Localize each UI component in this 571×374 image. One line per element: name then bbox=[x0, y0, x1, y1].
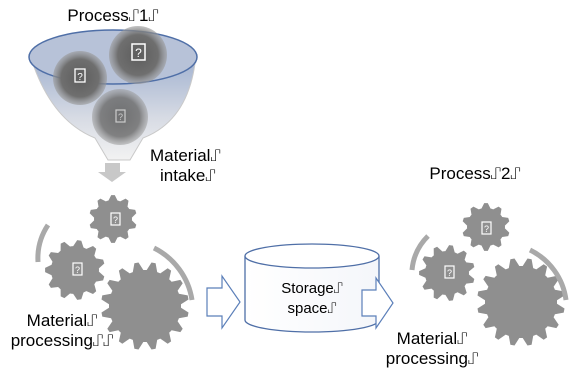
gear-mark: ? bbox=[72, 262, 83, 276]
arrow-right-icon bbox=[361, 276, 394, 330]
gear-shape bbox=[419, 245, 475, 301]
gear-small-icon bbox=[89, 195, 137, 243]
ball-mark: ? bbox=[115, 109, 126, 123]
rotation-arc-icon bbox=[409, 234, 430, 271]
gear-medium-icon bbox=[419, 245, 475, 301]
svg-text:?: ? bbox=[113, 215, 118, 225]
gear-mark: ? bbox=[481, 221, 492, 235]
rotation-arc-icon bbox=[35, 223, 51, 263]
rotation-arc-icon bbox=[528, 247, 569, 301]
arrow-right-icon bbox=[206, 274, 241, 330]
gear-shape bbox=[101, 262, 189, 350]
svg-text:?: ? bbox=[75, 265, 80, 275]
gear-large-icon bbox=[477, 258, 565, 346]
gear-small-icon bbox=[462, 203, 510, 251]
down-arrow-icon bbox=[98, 163, 126, 182]
material-processing-1-line-2: processing⑀⑀ bbox=[10, 331, 114, 350]
material-intake-line-2: intake⑀ bbox=[160, 166, 216, 185]
gear-shape bbox=[477, 258, 565, 346]
gear-shape bbox=[45, 240, 105, 300]
svg-text:?: ? bbox=[447, 268, 452, 278]
gear-group-1: ? ? bbox=[35, 195, 195, 350]
svg-text:?: ? bbox=[77, 72, 83, 83]
material-ball-2 bbox=[109, 26, 167, 84]
svg-text:?: ? bbox=[135, 46, 142, 60]
process2-title: Process⑀2⑀ bbox=[429, 164, 521, 183]
storage-line-2: space⑀ bbox=[287, 300, 337, 317]
material-processing-2-line-2: processing⑀ bbox=[385, 349, 479, 368]
svg-text:?: ? bbox=[118, 112, 123, 122]
storage-cylinder bbox=[244, 243, 380, 333]
material-processing-1-line-1: Material⑀ bbox=[26, 311, 98, 330]
rotation-arc-icon bbox=[152, 245, 195, 301]
funnel: ? ? ? bbox=[28, 26, 198, 161]
material-ball-1 bbox=[53, 51, 107, 105]
storage-line-1: Storage⑀ bbox=[281, 280, 343, 297]
svg-text:?: ? bbox=[484, 224, 489, 234]
gear-large-icon bbox=[101, 262, 189, 350]
process1-title: Process⑀1⑀ bbox=[67, 6, 159, 25]
ball-mark: ? bbox=[74, 68, 86, 83]
gear-mark: ? bbox=[444, 265, 455, 279]
material-ball-3 bbox=[92, 89, 148, 145]
gear-shape bbox=[462, 203, 510, 251]
material-processing-label-2: Material⑀ processing⑀ bbox=[372, 329, 492, 369]
material-intake-line-1: Material⑀ bbox=[150, 146, 221, 165]
gear-medium-icon bbox=[45, 240, 105, 300]
storage-space-label: Storage⑀ space⑀ bbox=[257, 279, 367, 319]
ball-mark: ? bbox=[131, 43, 146, 61]
gear-mark: ? bbox=[110, 212, 121, 226]
material-processing-2-line-1: Material⑀ bbox=[396, 329, 468, 348]
gear-group-2: ? ? bbox=[409, 203, 569, 346]
material-processing-label-1: Material⑀ processing⑀⑀ bbox=[2, 311, 122, 351]
gear-shape bbox=[89, 195, 137, 243]
material-intake-label: Material⑀ intake⑀ bbox=[150, 146, 221, 186]
